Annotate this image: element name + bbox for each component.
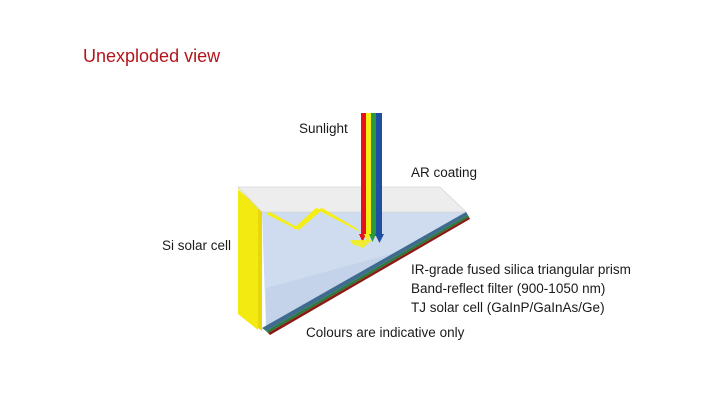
reflected-beam-3 — [266, 212, 300, 231]
tj-cell-layer-red — [268, 217, 470, 335]
beam-blue — [376, 113, 382, 236]
si-cell-face — [238, 190, 258, 330]
prism-label: IR-grade fused silica triangular prism — [411, 262, 631, 277]
sunlight-label: Sunlight — [299, 121, 348, 136]
reflected-beam-1 — [318, 208, 360, 232]
reflected-beam-tail — [350, 240, 372, 248]
slide-title: Unexploded view — [83, 46, 221, 66]
tj-cell-layer-green — [266, 215, 469, 333]
band-reflect-filter-layer — [262, 212, 468, 331]
tj-cell-label: TJ solar cell (GaInP/GaInAs/Ge) — [411, 300, 605, 315]
beam-red — [361, 113, 366, 236]
prism-top-surface — [237, 186, 467, 213]
beam-yellow-arrowhead — [364, 234, 371, 242]
beam-green — [371, 113, 376, 236]
si-solar-cell-label: Si solar cell — [162, 238, 232, 253]
disclaimer-label: Colours are indicative only — [306, 325, 465, 340]
beam-red-arrowhead — [359, 234, 366, 242]
reflected-beam-2 — [293, 208, 322, 229]
ar-coating-label: AR coating — [411, 165, 478, 180]
beam-green-arrowhead — [369, 234, 376, 242]
beam-yellow — [366, 113, 371, 236]
beam-blue-arrowhead — [375, 234, 384, 243]
filter-label: Band-reflect filter (900-1050 nm) — [411, 281, 606, 296]
component-labels: IR-grade fused silica triangular prism B… — [411, 260, 631, 317]
